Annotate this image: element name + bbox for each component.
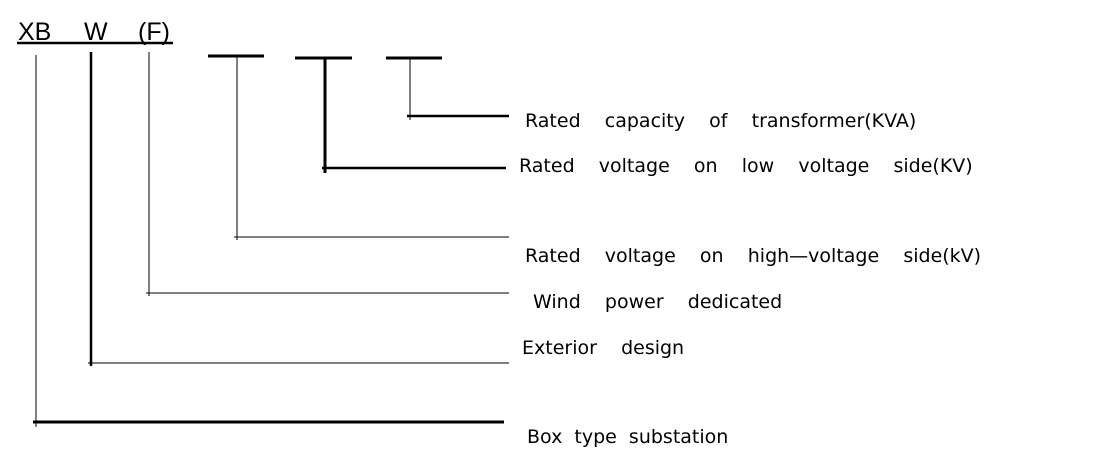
leader-exterior xyxy=(88,52,509,366)
leader-box-type xyxy=(33,55,504,427)
leader-wind-power xyxy=(146,52,509,296)
label-rated-voltage-low: Rated voltage on low voltage side(KV) xyxy=(519,155,973,177)
code-f: (F) xyxy=(138,18,170,46)
code-xb: XB xyxy=(18,18,51,46)
leader-low-voltage xyxy=(322,58,506,173)
model-code: XB W (F) xyxy=(17,18,173,46)
leader-capacity xyxy=(407,58,509,120)
label-rated-capacity: Rated capacity of transformer(KVA) xyxy=(525,110,916,132)
label-box-type: Box type substation xyxy=(527,426,728,448)
code-w: W xyxy=(84,18,108,46)
placeholder-dashes xyxy=(208,54,442,60)
label-exterior-design: Exterior design xyxy=(522,337,684,359)
label-wind-power: Wind power dedicated xyxy=(533,291,782,313)
leader-high-voltage xyxy=(234,56,509,240)
labels: Rated capacity of transformer(KVA) Rated… xyxy=(519,110,981,448)
label-rated-voltage-high: Rated voltage on high—voltage side(kV) xyxy=(525,245,981,267)
